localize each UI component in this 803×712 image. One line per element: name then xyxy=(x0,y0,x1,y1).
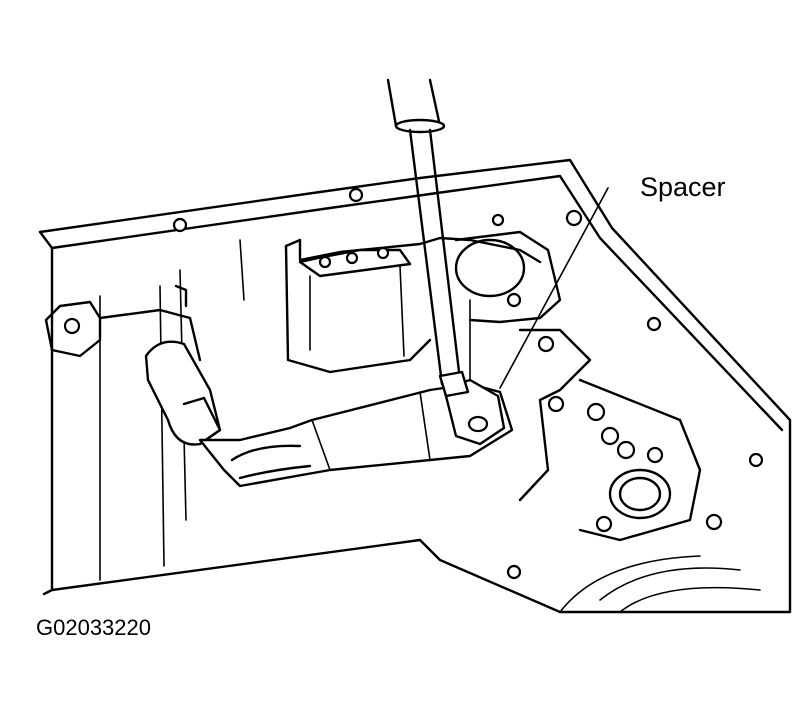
bolt-hole xyxy=(376,246,390,260)
passage-hole xyxy=(705,513,723,531)
flange-hole xyxy=(565,209,583,227)
figure-id: G02033220 xyxy=(36,615,151,640)
bolt-hole xyxy=(345,251,359,265)
oil-passages xyxy=(518,328,761,613)
flange-hole xyxy=(491,213,505,227)
bolt-hole xyxy=(318,255,332,269)
passage-hole xyxy=(595,515,613,533)
round-port xyxy=(608,468,672,520)
left-boss xyxy=(44,284,202,362)
passage-hole xyxy=(646,446,664,464)
valve-body-casting xyxy=(284,230,562,381)
flange-hole xyxy=(348,187,364,203)
passage-hole xyxy=(616,440,636,460)
round-boss xyxy=(454,238,526,298)
transmission-case xyxy=(38,158,792,614)
flange-hole xyxy=(506,564,522,580)
manual-valve-lever xyxy=(144,340,514,488)
flange-hole xyxy=(748,452,764,468)
flange-hole xyxy=(646,316,662,332)
spacer-label: Spacer xyxy=(640,172,726,202)
passage-hole xyxy=(600,426,620,446)
spacer-hole xyxy=(467,415,489,433)
passage-hole xyxy=(547,395,565,413)
round-port-inner xyxy=(618,476,662,512)
passage-hole xyxy=(537,335,555,353)
boss-hole xyxy=(63,317,81,335)
flange-hole xyxy=(172,217,188,233)
screwdriver xyxy=(386,78,470,398)
bolt-hole xyxy=(506,292,522,308)
spacer-block xyxy=(442,378,506,446)
passage-hole xyxy=(586,402,606,422)
callout-leader xyxy=(499,187,609,389)
